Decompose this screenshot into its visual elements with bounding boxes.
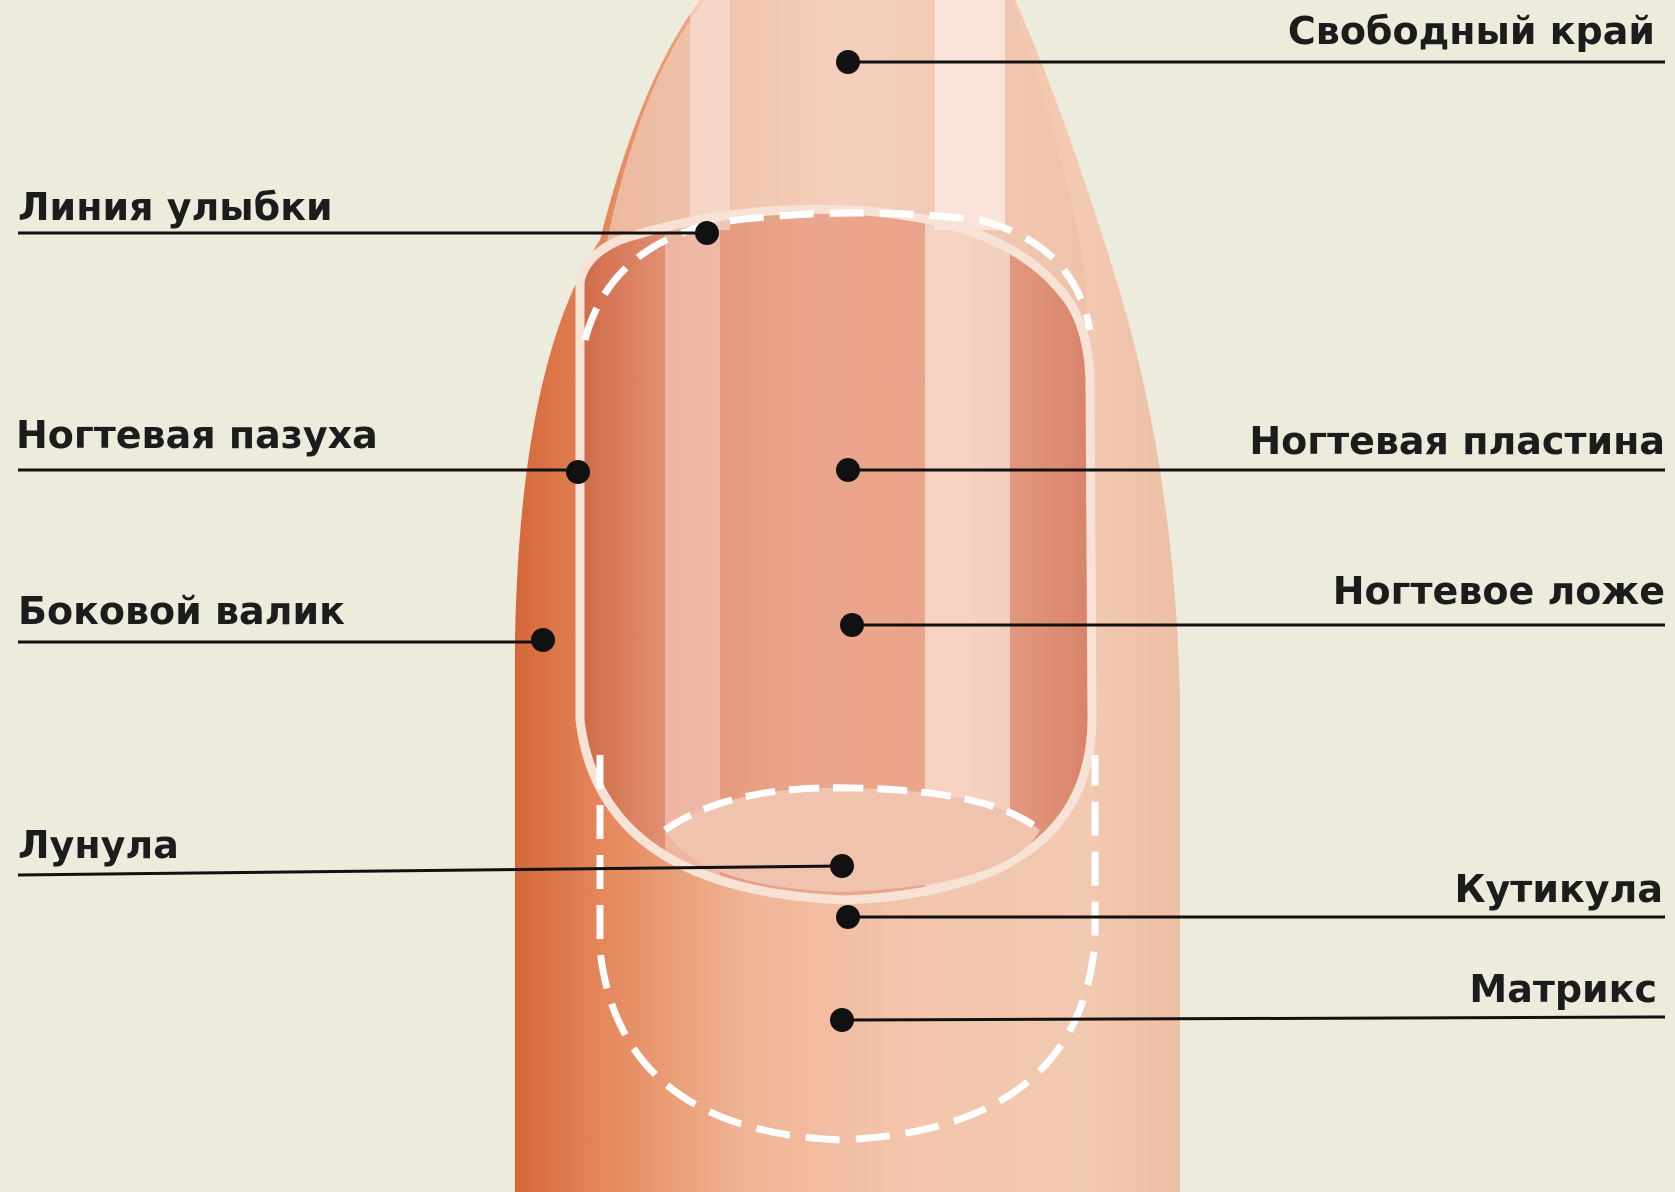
label-smile-line: Линия улыбки bbox=[18, 188, 333, 226]
label-lunula: Лунула bbox=[18, 826, 179, 864]
dot-matrix bbox=[830, 1008, 854, 1032]
label-nail-bed: Ногтевое ложе bbox=[1333, 572, 1665, 610]
dot-nail-bed bbox=[840, 613, 864, 637]
dot-smile-line bbox=[695, 221, 719, 245]
label-nail-plate: Ногтевая пластина bbox=[1249, 422, 1665, 460]
dot-lunula bbox=[830, 854, 854, 878]
label-free-edge: Свободный край bbox=[1288, 12, 1655, 50]
label-cuticle: Кутикула bbox=[1454, 870, 1663, 908]
label-matrix: Матрикс bbox=[1469, 970, 1657, 1008]
dot-nail-sinus bbox=[566, 460, 590, 484]
tip-highlight-right bbox=[935, 0, 1005, 230]
label-lateral-fold: Боковой валик bbox=[18, 592, 345, 630]
label-nail-sinus: Ногтевая пазуха bbox=[16, 416, 378, 454]
dot-lateral-fold bbox=[531, 628, 555, 652]
dot-nail-plate bbox=[836, 458, 860, 482]
dot-cuticle bbox=[836, 905, 860, 929]
tip-highlight-left bbox=[690, 0, 730, 230]
dot-free-edge bbox=[836, 50, 860, 74]
